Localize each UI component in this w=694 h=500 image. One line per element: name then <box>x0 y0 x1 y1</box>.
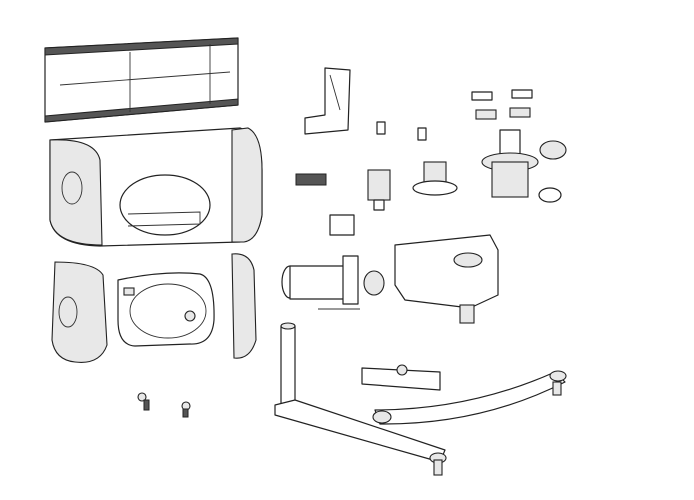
terminal-block <box>295 173 327 186</box>
gear-small <box>367 169 391 211</box>
limit-switch-1 <box>376 121 386 135</box>
side-cover-right <box>231 253 257 359</box>
gearbox <box>394 234 499 324</box>
cam-bracket <box>329 214 355 236</box>
key-release-1 <box>137 392 150 411</box>
mounting-plate <box>44 37 239 123</box>
housing-cover <box>49 127 263 247</box>
gear-large <box>481 129 539 198</box>
straight-arm <box>274 399 447 476</box>
front-cover <box>117 272 215 347</box>
terminal-bracket <box>304 67 351 135</box>
key-release-2 <box>181 401 191 418</box>
bushing <box>538 187 562 203</box>
bearing <box>539 140 567 160</box>
shaft <box>280 322 296 407</box>
motor <box>281 255 385 310</box>
side-cover-left <box>51 261 108 363</box>
limit-switch-2 <box>417 127 427 141</box>
clips <box>471 89 533 120</box>
gear-medium <box>412 161 458 196</box>
arm-bracket <box>361 364 441 391</box>
curved-arm <box>372 370 567 425</box>
